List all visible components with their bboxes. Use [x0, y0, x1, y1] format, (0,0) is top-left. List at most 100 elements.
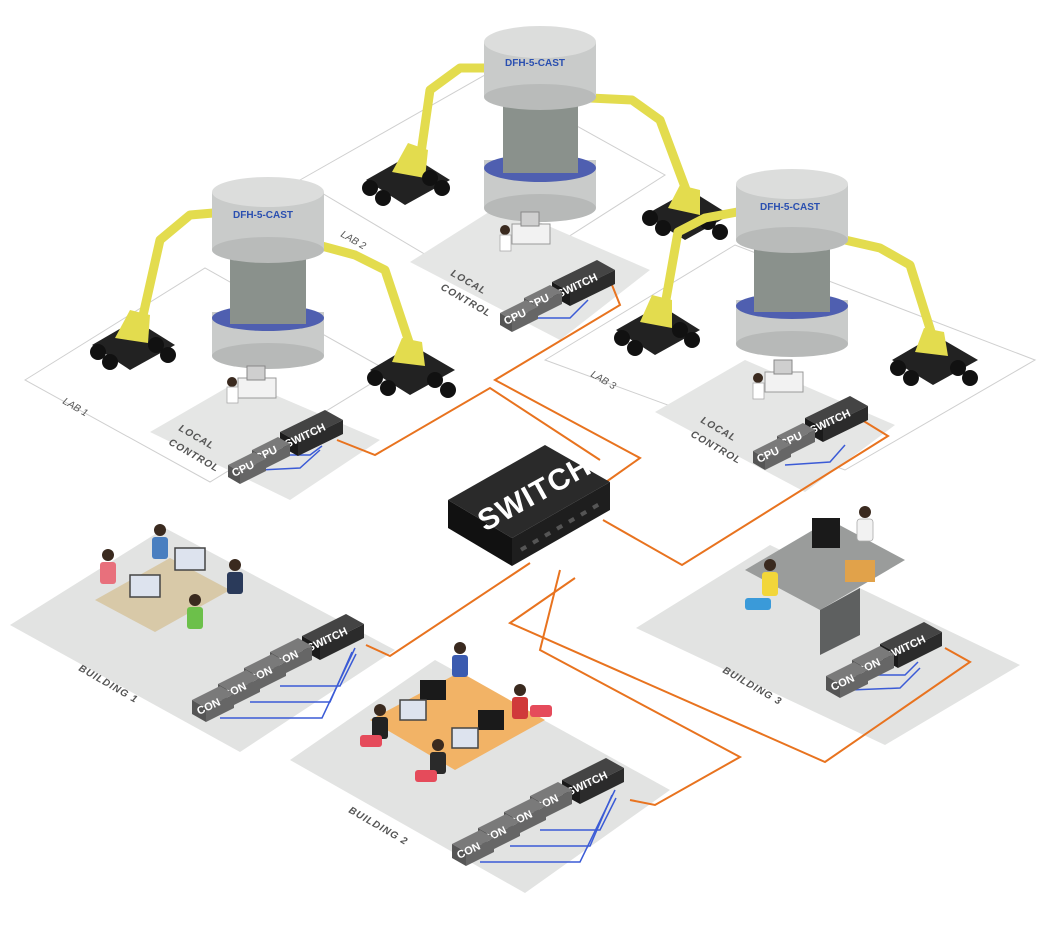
building-1-office — [95, 524, 243, 632]
lab-2-operator — [499, 211, 551, 252]
con-device — [258, 662, 286, 690]
con-device — [452, 830, 494, 852]
tower-top — [736, 227, 848, 253]
con-device — [826, 676, 840, 698]
tower-base — [212, 343, 324, 369]
cpu-device — [512, 307, 538, 332]
building-3-devices: SWITCH CON CON — [826, 622, 942, 698]
con-device — [206, 694, 234, 722]
cpu-device — [252, 437, 290, 457]
person-head — [154, 524, 166, 536]
wheel — [642, 210, 658, 226]
desk — [237, 377, 277, 399]
chair — [360, 735, 382, 747]
link-building1 — [365, 562, 531, 658]
person-head — [500, 225, 510, 235]
person-body — [452, 655, 468, 677]
cpu-device — [524, 285, 562, 305]
monitor — [478, 710, 504, 730]
switch-device — [880, 622, 942, 654]
tower-base — [484, 194, 596, 222]
con-device — [192, 700, 206, 722]
wheel — [434, 180, 450, 196]
con-device — [284, 646, 312, 674]
wheel — [362, 180, 378, 196]
con-device — [232, 678, 260, 706]
monitor — [812, 518, 840, 548]
person-head — [189, 594, 201, 606]
person-head — [229, 559, 241, 571]
monitor — [520, 211, 540, 227]
desk-cabinet — [820, 588, 860, 655]
crane-arm — [137, 207, 226, 321]
desk — [764, 371, 804, 393]
cpu-device — [777, 423, 815, 443]
wheel — [375, 190, 391, 206]
building-1-devices: SWITCH CON CON CON CON — [192, 614, 364, 722]
desk — [95, 558, 230, 632]
switch-device — [805, 396, 868, 428]
wheel — [684, 332, 700, 348]
crane-body — [392, 338, 425, 366]
person-head — [859, 506, 871, 518]
switch-device — [280, 410, 343, 442]
chair — [415, 770, 437, 782]
core-switch-ports — [520, 503, 600, 552]
tower-top — [484, 84, 596, 110]
switch-device — [823, 406, 868, 442]
wheel — [655, 220, 671, 236]
wheel — [160, 347, 176, 363]
person-head — [374, 704, 386, 716]
wheel — [903, 370, 919, 386]
con-device — [866, 654, 894, 682]
con-device — [840, 670, 868, 698]
cpu-device — [789, 430, 815, 455]
lab-3-tower: DFH-5-CAST — [614, 169, 978, 386]
lab-1-label: LAB 1 — [61, 396, 90, 419]
kvm-link — [875, 661, 919, 676]
kvm-link — [784, 444, 846, 466]
switch-device — [562, 758, 624, 790]
wheel — [102, 354, 118, 370]
wheel — [427, 372, 443, 388]
con-device — [852, 646, 894, 668]
wheel — [962, 370, 978, 386]
person-body — [430, 752, 446, 774]
kvm-link — [540, 797, 617, 831]
cpu-device — [228, 465, 240, 484]
cpu-device — [240, 459, 266, 484]
lab-1-control-floor — [150, 380, 380, 500]
wheel — [367, 370, 383, 386]
link-lab1 — [336, 386, 601, 461]
crane-right — [316, 240, 456, 398]
monitor — [451, 727, 479, 749]
wheel — [627, 340, 643, 356]
tower-top — [484, 26, 596, 58]
crane-arm — [589, 93, 693, 197]
crane-arm — [843, 235, 937, 337]
person-head — [764, 559, 776, 571]
monitor — [174, 547, 206, 571]
lab-3-label: LAB 3 — [589, 369, 618, 392]
chair — [530, 705, 552, 717]
con-device — [504, 798, 546, 820]
con-device — [544, 790, 572, 818]
cpu-device — [753, 438, 791, 458]
cpu-device — [228, 452, 266, 472]
switch-device — [302, 614, 364, 646]
person-body — [752, 382, 765, 400]
chair — [745, 598, 771, 610]
lab-1-tower: DFH-5-CAST — [90, 177, 456, 398]
person-body — [762, 572, 778, 596]
wheel — [614, 330, 630, 346]
monitor — [420, 680, 446, 700]
switch-device — [552, 260, 615, 292]
person-head — [454, 642, 466, 654]
lab-2-tower: DFH-5-CAST — [362, 26, 730, 240]
cpu-device — [500, 300, 538, 320]
wheel — [440, 382, 456, 398]
building-2-devices: SWITCH CON CON CON CON — [452, 758, 624, 866]
kvm-link — [280, 653, 357, 687]
bookshelf — [845, 560, 875, 582]
con-device — [478, 814, 520, 836]
